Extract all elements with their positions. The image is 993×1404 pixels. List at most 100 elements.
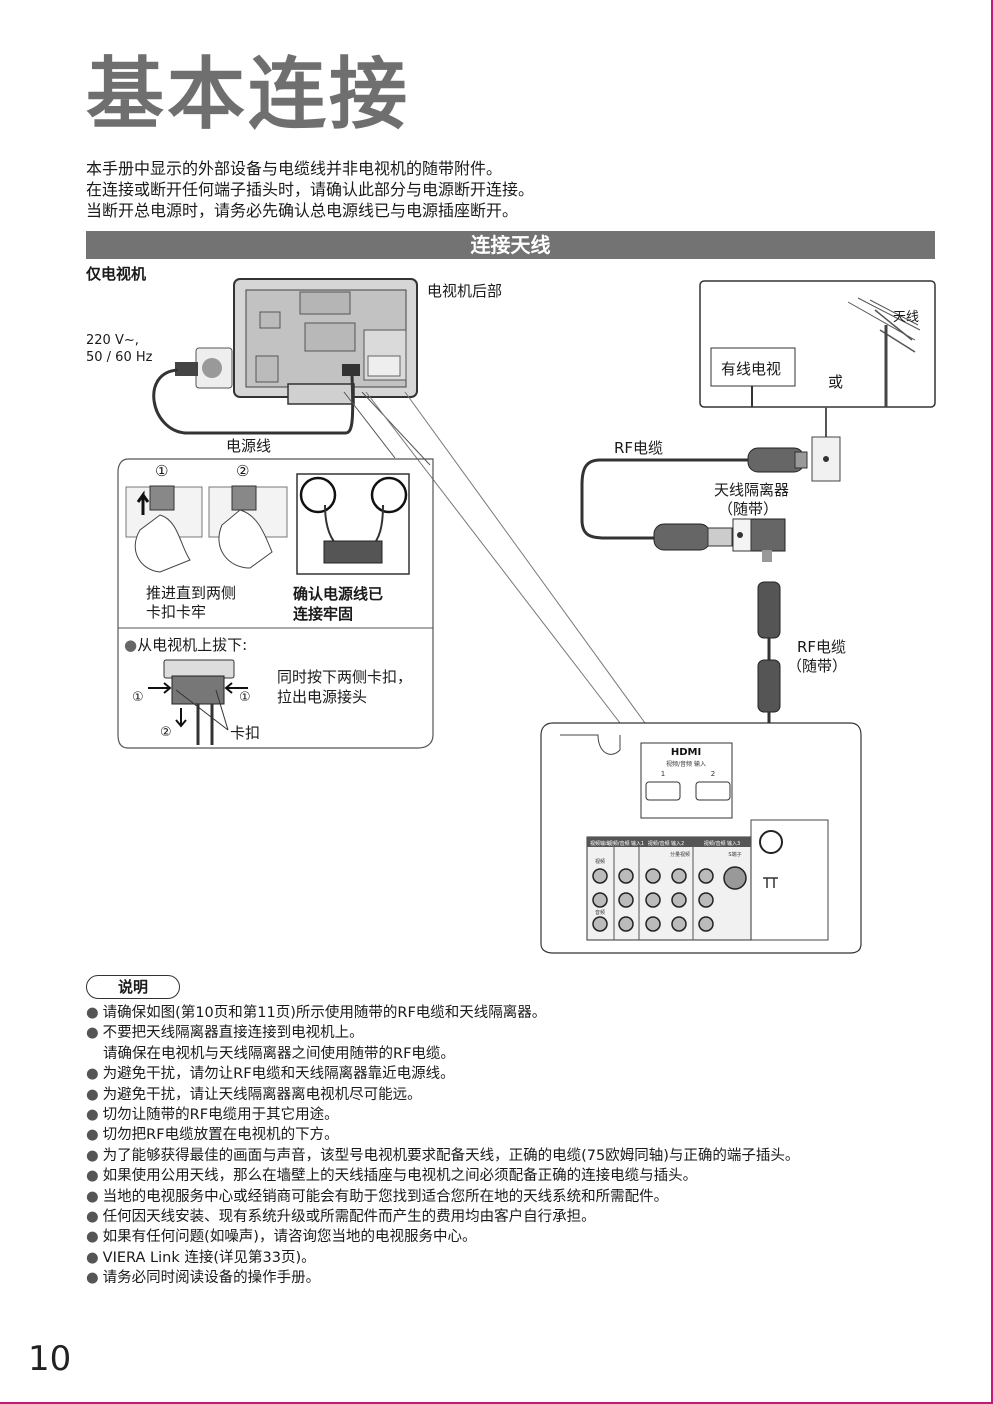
push-instruction: 卡扣卡牢 bbox=[146, 603, 207, 621]
note-text: 不要把天线隔离器直接连接到电视机上。 bbox=[102, 1025, 364, 1042]
note-item: ●如果有任何问题(如噪声)，请咨询您当地的电视服务中心。 bbox=[86, 1227, 799, 1247]
confirm-instruction: 确认电源线已 bbox=[293, 585, 384, 603]
bullet-icon: ● bbox=[86, 1209, 99, 1226]
isolator-supplied-label: （随带） bbox=[718, 500, 779, 518]
note-item: ●任何因天线安装、现有系统升级或所需配件而产生的费用均由客户自行承担。 bbox=[86, 1207, 799, 1227]
panel-av-in3-label: 视频/音频 输入3 bbox=[704, 840, 740, 847]
note-item: ●如果使用公用天线，那么在墙壁上的天线插座与电视机之间必须配备正确的连接电缆与插… bbox=[86, 1166, 799, 1186]
bullet-icon: ● bbox=[124, 636, 138, 654]
bullet-icon: ● bbox=[86, 1127, 99, 1144]
panel-av-in1-label: 视频/音频 输入1 bbox=[608, 840, 644, 847]
bullet-icon: ● bbox=[86, 1025, 99, 1042]
hdmi-port-1: 1 bbox=[661, 770, 665, 778]
panel-video-label: 视频 bbox=[595, 858, 605, 865]
plug-insert-illustration bbox=[125, 485, 288, 573]
notes-badge: 说明 bbox=[86, 975, 180, 999]
note-item: ●为避免干扰，请让天线隔离器离电视机尽可能远。 bbox=[86, 1085, 799, 1105]
notes-list: ●请确保如图(第10页和第11页)所示使用随带的RF电缆和天线隔离器。 ●不要把… bbox=[86, 1003, 799, 1289]
intro-line: 在连接或断开任何端子插头时，请确认此部分与电源断开连接。 bbox=[86, 180, 535, 199]
clip-label: 卡扣 bbox=[230, 724, 261, 742]
or-label: 或 bbox=[828, 373, 844, 391]
page-title: 基本连接 bbox=[86, 50, 411, 140]
step-1-number: ① bbox=[239, 690, 251, 705]
bullet-icon: ● bbox=[86, 1147, 99, 1164]
rf-cable-supplied-label: RF电缆 bbox=[797, 638, 847, 656]
note-text: 如果有任何问题(如噪声)，请咨询您当地的电视服务中心。 bbox=[102, 1229, 477, 1246]
step-1-number: ① bbox=[132, 690, 144, 705]
hdmi-logo: HDMI bbox=[671, 747, 701, 758]
note-text: 请务必同时阅读设备的操作手册。 bbox=[102, 1270, 321, 1287]
panel-audio-label: 音频 bbox=[595, 909, 605, 916]
note-text: 请确保如图(第10页和第11页)所示使用随带的RF电缆和天线隔离器。 bbox=[102, 1005, 547, 1021]
rf-cable-supplied-note: （随带） bbox=[787, 657, 848, 675]
note-item: ●VIERA Link 连接(详见第33页)。 bbox=[86, 1248, 799, 1268]
bullet-icon: ● bbox=[86, 1249, 99, 1266]
note-text: 如果使用公用天线，那么在墙壁上的天线插座与电视机之间必须配备正确的连接电缆与插头… bbox=[102, 1168, 698, 1185]
bullet-icon: ● bbox=[86, 1188, 99, 1205]
note-text: 任何因天线安装、现有系统升级或所需配件而产生的费用均由客户自行承担。 bbox=[102, 1209, 596, 1226]
bullet-icon: ● bbox=[86, 1086, 99, 1103]
note-item: ●请务必同时阅读设备的操作手册。 bbox=[86, 1268, 799, 1288]
note-text: 为避免干扰，请让天线隔离器离电视机尽可能远。 bbox=[102, 1086, 422, 1103]
bullet-icon: ● bbox=[86, 1107, 99, 1124]
voltage-label: 220 V~, bbox=[86, 333, 139, 348]
hdmi-input-label: 视频/音频 输入 bbox=[666, 760, 706, 768]
bullet-icon: ● bbox=[86, 1005, 99, 1021]
page-border-bottom bbox=[0, 1402, 993, 1404]
note-item: ●不要把天线隔离器直接连接到电视机上。 bbox=[86, 1023, 799, 1043]
panel-av-out-label: 视频输出 bbox=[590, 840, 610, 847]
step-2-number: ② bbox=[160, 725, 172, 740]
note-text: VIERA Link 连接(详见第33页)。 bbox=[102, 1249, 316, 1266]
confirm-instruction: 连接牢固 bbox=[293, 605, 354, 623]
bullet-icon: ● bbox=[86, 1270, 99, 1287]
note-text: 为了能够获得最佳的画面与声音，该型号电视机要求配备天线，正确的电缆(75欧姆同轴… bbox=[102, 1147, 800, 1164]
tv-terminal-panel bbox=[540, 722, 862, 954]
note-item: ●切勿把RF电缆放置在电视机的下方。 bbox=[86, 1125, 799, 1145]
press-clips-instruction: 拉出电源接头 bbox=[277, 688, 368, 706]
note-text: 请确保在电视机与天线隔离器之间使用随带的RF电缆。 bbox=[103, 1045, 455, 1062]
tv-rear-label: 电视机后部 bbox=[427, 282, 503, 300]
isolator-label: 天线隔离器 bbox=[714, 481, 790, 499]
push-instruction: 推进直到两侧 bbox=[146, 584, 237, 602]
antenna-label: 天线 bbox=[893, 310, 920, 325]
intro-line: 当断开总电源时，请务必先确认总电源线已与电源插座断开。 bbox=[86, 201, 519, 220]
plug-secure-illustration bbox=[296, 473, 410, 575]
note-item: ●切勿让随带的RF电缆用于其它用途。 bbox=[86, 1105, 799, 1125]
step-2-number: ② bbox=[236, 462, 250, 480]
unplug-heading: ●从电视机上拔下: bbox=[124, 636, 247, 655]
note-text: 切勿让随带的RF电缆用于其它用途。 bbox=[102, 1107, 339, 1124]
panel-av-in2-label: 视频/音频 输入2 bbox=[648, 840, 684, 847]
section-header: 连接天线 bbox=[86, 231, 935, 259]
cable-tv-label: 有线电视 bbox=[721, 360, 782, 378]
unplug-heading-text: 从电视机上拔下: bbox=[137, 636, 248, 654]
note-item: ●为避免干扰，请勿让RF电缆和天线隔离器靠近电源线。 bbox=[86, 1064, 799, 1084]
note-item-continuation: 请确保在电视机与天线隔离器之间使用随带的RF电缆。 bbox=[86, 1044, 799, 1064]
bullet-icon: ● bbox=[86, 1066, 99, 1083]
note-item: ●为了能够获得最佳的画面与声音，该型号电视机要求配备天线，正确的电缆(75欧姆同… bbox=[86, 1146, 799, 1166]
section-title: 连接天线 bbox=[470, 233, 551, 257]
tv-rear-illustration bbox=[233, 278, 418, 405]
note-text: 当地的电视服务中心或经销商可能会有助于您找到适合您所在地的天线系统和所需配件。 bbox=[102, 1188, 669, 1205]
note-item: ●当地的电视服务中心或经销商可能会有助于您找到适合您所在地的天线系统和所需配件。 bbox=[86, 1187, 799, 1207]
page-number: 10 bbox=[28, 1339, 72, 1379]
panel-component-label: 分量视频 bbox=[670, 851, 690, 858]
power-cord-label: 电源线 bbox=[226, 437, 272, 455]
tv-only-label: 仅电视机 bbox=[86, 265, 147, 283]
power-cord bbox=[152, 347, 355, 435]
note-text: 为避免干扰，请勿让RF电缆和天线隔离器靠近电源线。 bbox=[102, 1066, 455, 1083]
bullet-icon: ● bbox=[86, 1168, 99, 1185]
step-1-number: ① bbox=[155, 462, 169, 480]
intro-text: 本手册中显示的外部设备与电缆线并非电视机的随带附件。 在连接或断开任何端子插头时… bbox=[86, 158, 534, 221]
hdmi-port-2: 2 bbox=[711, 770, 715, 778]
press-clips-instruction: 同时按下两侧卡扣， bbox=[277, 668, 413, 686]
frequency-label: 50 / 60 Hz bbox=[86, 350, 153, 365]
wall-socket bbox=[811, 407, 841, 482]
intro-line: 本手册中显示的外部设备与电缆线并非电视机的随带附件。 bbox=[86, 159, 503, 178]
note-item: ●请确保如图(第10页和第11页)所示使用随带的RF电缆和天线隔离器。 bbox=[86, 1003, 799, 1023]
antenna-source-box bbox=[699, 280, 936, 408]
rf-cable-label: RF电缆 bbox=[614, 439, 664, 457]
note-text: 切勿把RF电缆放置在电视机的下方。 bbox=[102, 1127, 339, 1144]
page-border-right bbox=[991, 0, 993, 1404]
panel-svideo-label: S端子 bbox=[728, 851, 741, 858]
bullet-icon: ● bbox=[86, 1229, 99, 1246]
